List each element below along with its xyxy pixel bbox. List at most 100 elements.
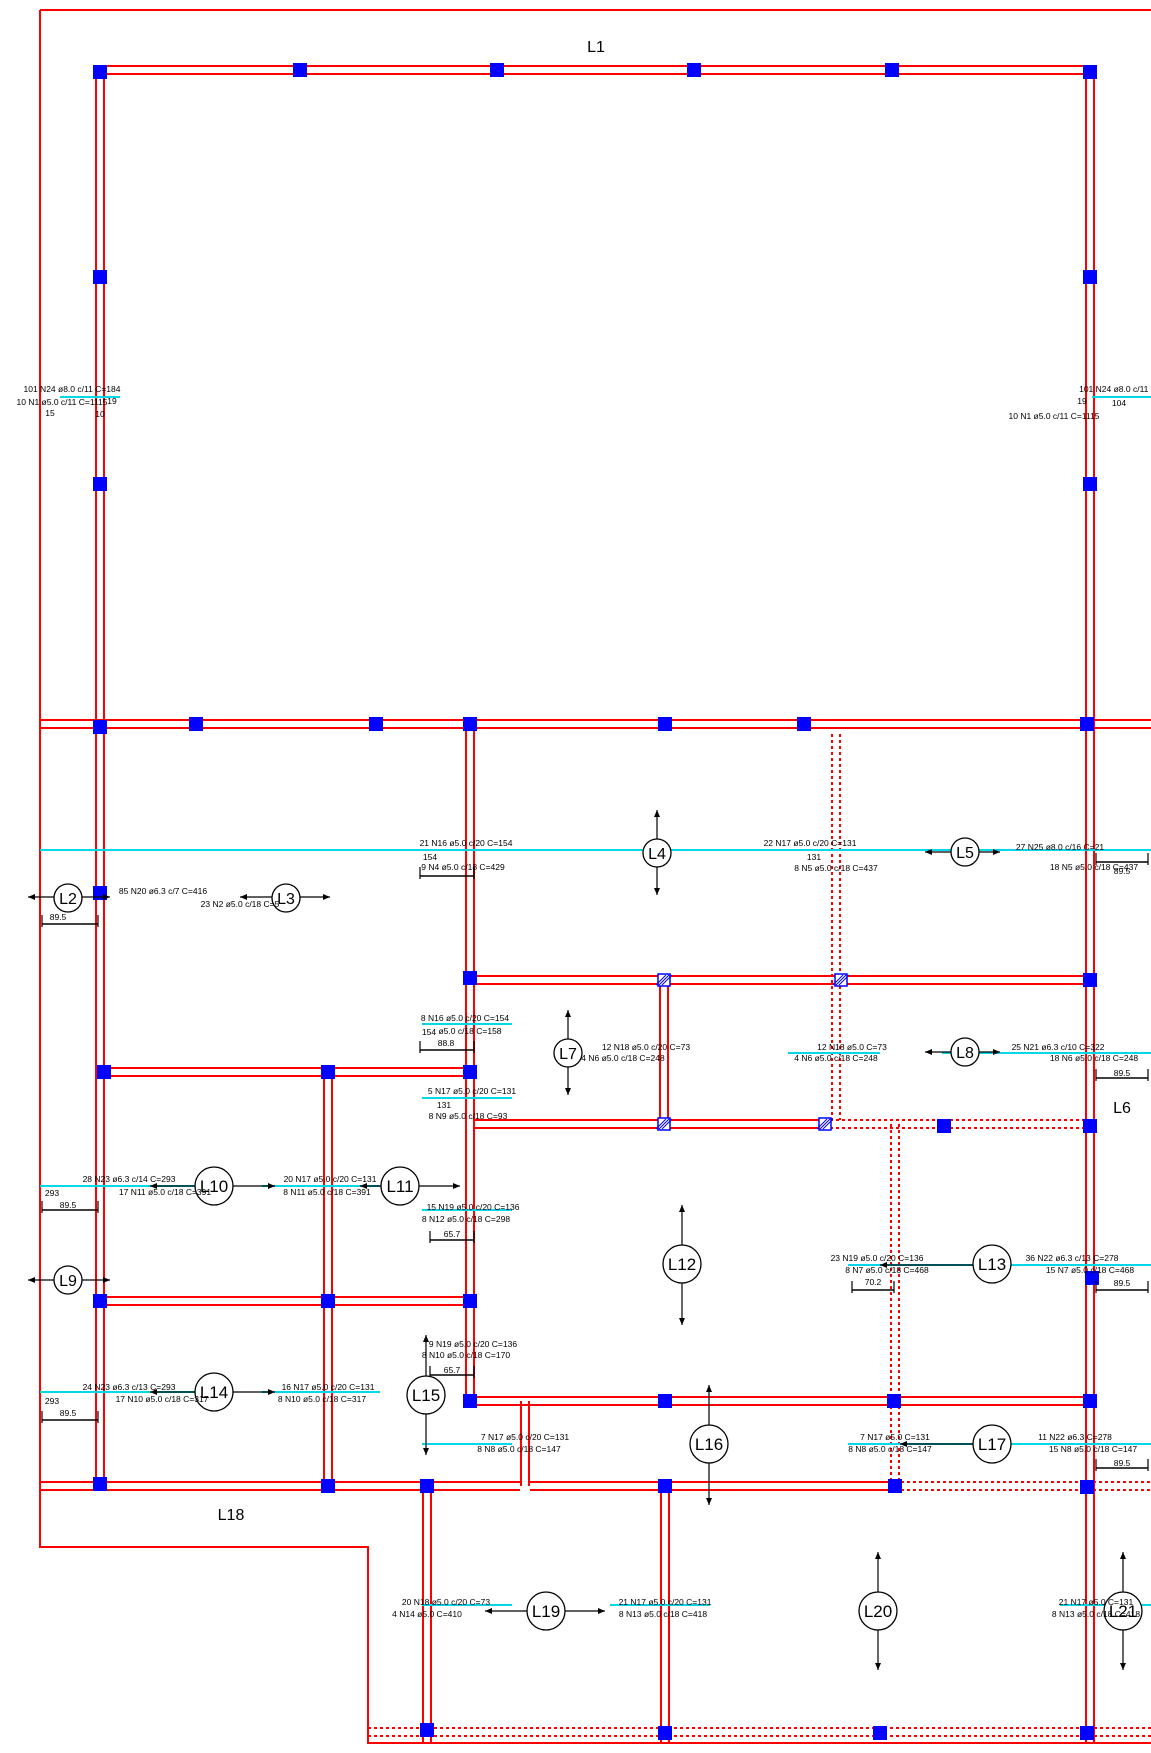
rebar-note: 89.5 bbox=[1114, 1068, 1131, 1078]
column bbox=[93, 270, 107, 284]
beam bbox=[40, 719, 1151, 729]
rebar-note: 8 N7 ø5.0 c/18 C=468 bbox=[845, 1265, 929, 1275]
beam bbox=[470, 1396, 1090, 1406]
column bbox=[888, 1479, 902, 1493]
column bbox=[321, 1065, 335, 1079]
span-arrow-head bbox=[565, 1010, 571, 1017]
column-hatch bbox=[832, 974, 844, 986]
column bbox=[293, 63, 307, 77]
slab-label-l16: L16 bbox=[689, 1424, 729, 1464]
column bbox=[658, 1394, 672, 1408]
slab-label-circle bbox=[950, 837, 980, 867]
slab-label-l11: L11 bbox=[380, 1166, 420, 1206]
span-arrow-head bbox=[925, 1049, 932, 1055]
rebar-note: 20 N18 ø5.0 c/20 C=73 bbox=[402, 1597, 490, 1607]
rebar-note: 21 N16 ø5.0 c/20 C=154 bbox=[420, 838, 513, 848]
dimension-bracket bbox=[1095, 853, 1149, 865]
slab-label-text: L3 bbox=[277, 891, 295, 908]
dimension-bracket bbox=[1095, 1069, 1149, 1081]
span-arrow-head bbox=[900, 1441, 907, 1447]
beam bbox=[1085, 70, 1095, 1743]
rebar-note: 21 N17 ø5.0 c/20 C=131 bbox=[619, 1597, 712, 1607]
rebar-note: 23 N19 ø5.0 c/20 C=136 bbox=[831, 1253, 924, 1263]
column bbox=[658, 717, 672, 731]
rebar-note: 22 N17 ø5.0 c/20 C=131 bbox=[764, 838, 857, 848]
rebar-note: 10 N1 ø5.0 c/11 C=1115 bbox=[17, 397, 108, 407]
beam bbox=[100, 1067, 470, 1077]
rebar-note: 101 N24 ø8.0 c/11 C=184 bbox=[24, 384, 121, 394]
rebar-note: 7 N17 ø5.0 C=131 bbox=[860, 1432, 930, 1442]
span-arrow-head bbox=[598, 1608, 605, 1614]
column bbox=[1083, 65, 1097, 79]
rebar-note: 85 N20 ø6.3 c/7 C=416 bbox=[119, 886, 207, 896]
rebar-note: 88.8 bbox=[438, 1038, 455, 1048]
span-arrow-head bbox=[485, 1608, 492, 1614]
rebar-note: 8 N12 ø5.0 c/18 C=298 bbox=[422, 1214, 510, 1224]
slab-label-l15: L15 bbox=[406, 1375, 446, 1415]
slab-label-circle bbox=[271, 883, 301, 913]
beam bbox=[40, 1481, 520, 1491]
rebar-note: 89.5 bbox=[1114, 1278, 1131, 1288]
rebar-note: 24 N23 ø6.3 c/13 C=293 bbox=[83, 1382, 176, 1392]
beam bbox=[830, 1119, 1090, 1129]
column bbox=[490, 63, 504, 77]
span-arrow-head bbox=[360, 1183, 367, 1189]
beam-layer bbox=[39, 9, 1151, 1744]
column bbox=[97, 1065, 111, 1079]
slab-label-l10: L10 bbox=[194, 1166, 234, 1206]
slab-label-text: L4 bbox=[648, 846, 666, 863]
dimension-bracket bbox=[429, 1231, 475, 1243]
rebar-note: 101 N24 ø8.0 c/11 C bbox=[1079, 384, 1151, 394]
dimension-bracket bbox=[41, 1201, 99, 1213]
slab-label-text: L9 bbox=[59, 1273, 77, 1290]
column bbox=[937, 1119, 951, 1133]
slab-label-text: L11 bbox=[386, 1177, 413, 1196]
column-hatch bbox=[658, 1118, 670, 1130]
rebar-note: 12 N18 ø5.0 c/20 C=73 bbox=[602, 1042, 690, 1052]
span-arrow-head bbox=[875, 1663, 881, 1670]
rebar-note: 154 bbox=[423, 852, 437, 862]
column bbox=[1083, 1119, 1097, 1133]
rebar-note: 8 N10 ø5.0 c/18 C=170 bbox=[422, 1350, 510, 1360]
slab-label-circle bbox=[1103, 1591, 1143, 1631]
dimension-bracket bbox=[41, 915, 99, 927]
slab-label-circle bbox=[553, 1038, 583, 1068]
span-arrow-head bbox=[654, 888, 660, 895]
column bbox=[873, 1726, 887, 1740]
column-hatch bbox=[661, 1118, 673, 1130]
rebar-note: 8 N11 ø5.0 c/18 C=391 bbox=[283, 1187, 371, 1197]
slab-label-l4: L4 bbox=[642, 838, 672, 868]
column bbox=[463, 1294, 477, 1308]
span-arrow-head bbox=[268, 1389, 275, 1395]
beam bbox=[660, 1486, 670, 1743]
column-hatched bbox=[832, 973, 850, 987]
column-hatch bbox=[819, 1118, 831, 1130]
rebar-note: 25 N21 ø6.3 c/10 C=322 bbox=[1012, 1042, 1105, 1052]
slab-label-l20: L20 bbox=[858, 1591, 898, 1631]
column bbox=[93, 1294, 107, 1308]
rebar-note: 89.5 bbox=[1114, 1458, 1131, 1468]
dimension-bracket bbox=[1095, 1459, 1149, 1471]
rebar-note: 104 bbox=[1112, 398, 1126, 408]
column bbox=[658, 1479, 672, 1493]
column-hatch bbox=[655, 974, 667, 986]
column-hatch bbox=[822, 1118, 834, 1130]
slab-label-text: L19 bbox=[532, 1602, 560, 1621]
beam bbox=[422, 1486, 432, 1743]
dimension-layer bbox=[41, 853, 1149, 1471]
rebar-note: 8 N16 ø5.0 c/20 C=154 bbox=[421, 1013, 509, 1023]
slab-label-l6: L6 bbox=[1113, 1100, 1131, 1117]
column bbox=[463, 1394, 477, 1408]
slab-label-circle bbox=[662, 1244, 702, 1284]
slab-label-text: L6 bbox=[1113, 1100, 1131, 1117]
rebar-note: 4 N14 ø5.0 C=410 bbox=[392, 1609, 462, 1619]
column bbox=[658, 1726, 672, 1740]
rebar-note: 8 N8 ø5.0 c/18 C=147 bbox=[848, 1444, 932, 1454]
span-arrow-head bbox=[240, 894, 247, 900]
column bbox=[1083, 477, 1097, 491]
column bbox=[1083, 973, 1097, 987]
slab-label-circle bbox=[972, 1424, 1012, 1464]
column bbox=[1080, 1480, 1094, 1494]
rebar-note: 4 N6 ø5.0 c/18 C=248 bbox=[794, 1053, 878, 1063]
